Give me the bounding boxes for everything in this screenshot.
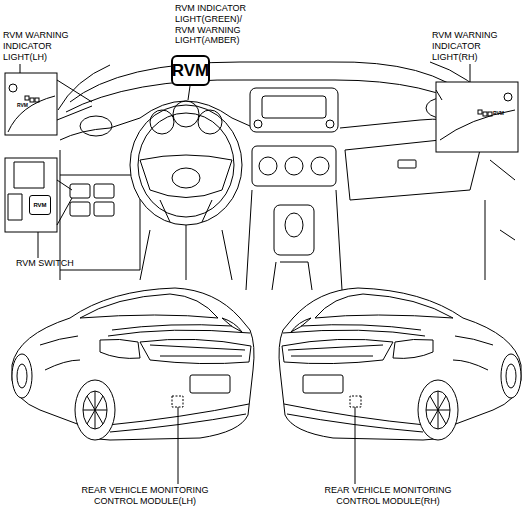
indicator-box: RVM — [171, 55, 210, 86]
part-label: RVM INDICATOR LIGHT(GREEN)/ RVM WARNING … — [175, 3, 259, 46]
part-label: REAR VEHICLE MONITORING CONTROL MODULE(R… — [308, 485, 468, 507]
part-label: RVM SWITCH — [16, 258, 96, 269]
part-label: RVM WARNING INDICATOR LIGHT(LH) — [3, 30, 83, 62]
part-label: REAR VEHICLE MONITORING CONTROL MODULE(L… — [65, 485, 225, 507]
indicator-box: RVM — [29, 195, 51, 215]
indicator-text: RVM — [172, 62, 209, 79]
icon-text: RVM — [493, 110, 513, 116]
indicator-text: RVM — [33, 202, 46, 208]
icon-text: RVM — [17, 102, 37, 108]
part-label: RVM WARNING INDICATOR LIGHT(RH) — [432, 30, 520, 62]
